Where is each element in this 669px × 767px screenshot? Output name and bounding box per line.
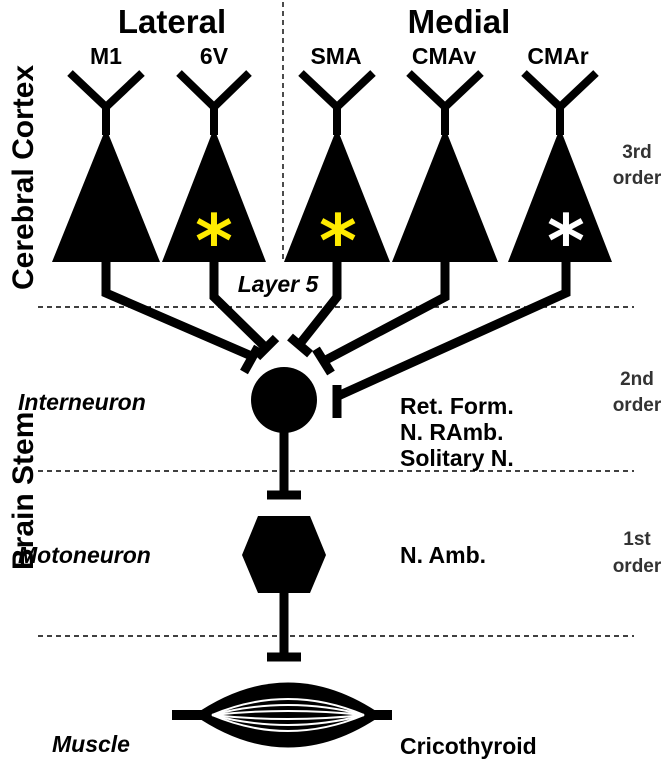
interneuron-label: Interneuron (18, 389, 146, 415)
nucleus-solitary-n: Solitary N. (400, 445, 514, 471)
nucleus-ret-form: Ret. Form. (400, 393, 514, 419)
terminal-6v (253, 334, 280, 361)
order-first-line2: order (613, 556, 662, 577)
area-label-sma: SMA (310, 43, 361, 69)
layer-5-label: Layer 5 (238, 271, 320, 297)
terminal-cmav (312, 346, 335, 376)
axon-sma (295, 258, 342, 348)
lateral-title: Lateral (118, 3, 226, 40)
order-first-line1: 1st (623, 529, 651, 550)
order-second-line1: 2nd (620, 369, 654, 390)
area-label-cmar: CMAr (527, 43, 588, 69)
nucleus-n-ramb: N. RAmb. (400, 419, 504, 445)
cricothyroid-muscle-icon (172, 682, 392, 748)
area-label-m1: M1 (90, 43, 122, 69)
axon-cmar (336, 258, 571, 401)
brain-stem-label: Brain Stem (7, 412, 40, 570)
pyramidal-neuron-sma: * (284, 70, 390, 283)
area-label-cmav: CMAv (412, 43, 477, 69)
terminal-sma (287, 333, 313, 358)
muscle-label: Muscle (52, 731, 130, 757)
order-second-line2: order (613, 395, 662, 416)
axon-m1 (101, 258, 258, 363)
pyramidal-neuron-m1 (52, 70, 160, 262)
nucleus-n-amb: N. Amb. (400, 542, 486, 568)
pyramidal-neuron-6v: * (162, 70, 266, 283)
motoneuron-cell-body (242, 516, 326, 593)
pyramidal-neuron-cmar: * (508, 70, 612, 283)
axon-cmav (321, 258, 450, 365)
order-third-line1: 3rd (622, 142, 652, 163)
axon-6v (209, 258, 270, 352)
motoneuron-label: Motoneuron (18, 542, 151, 568)
cerebral-cortex-label: Cerebral Cortex (7, 65, 40, 290)
order-third-line2: order (613, 168, 662, 189)
area-label-6v: 6V (200, 43, 229, 69)
pyramidal-neuron-cmav (392, 70, 498, 262)
medial-title: Medial (408, 3, 511, 40)
terminal-m1 (240, 344, 262, 375)
muscle-name-cricothyroid: Cricothyroid (400, 733, 537, 759)
interneuron-cell-body (251, 367, 317, 433)
